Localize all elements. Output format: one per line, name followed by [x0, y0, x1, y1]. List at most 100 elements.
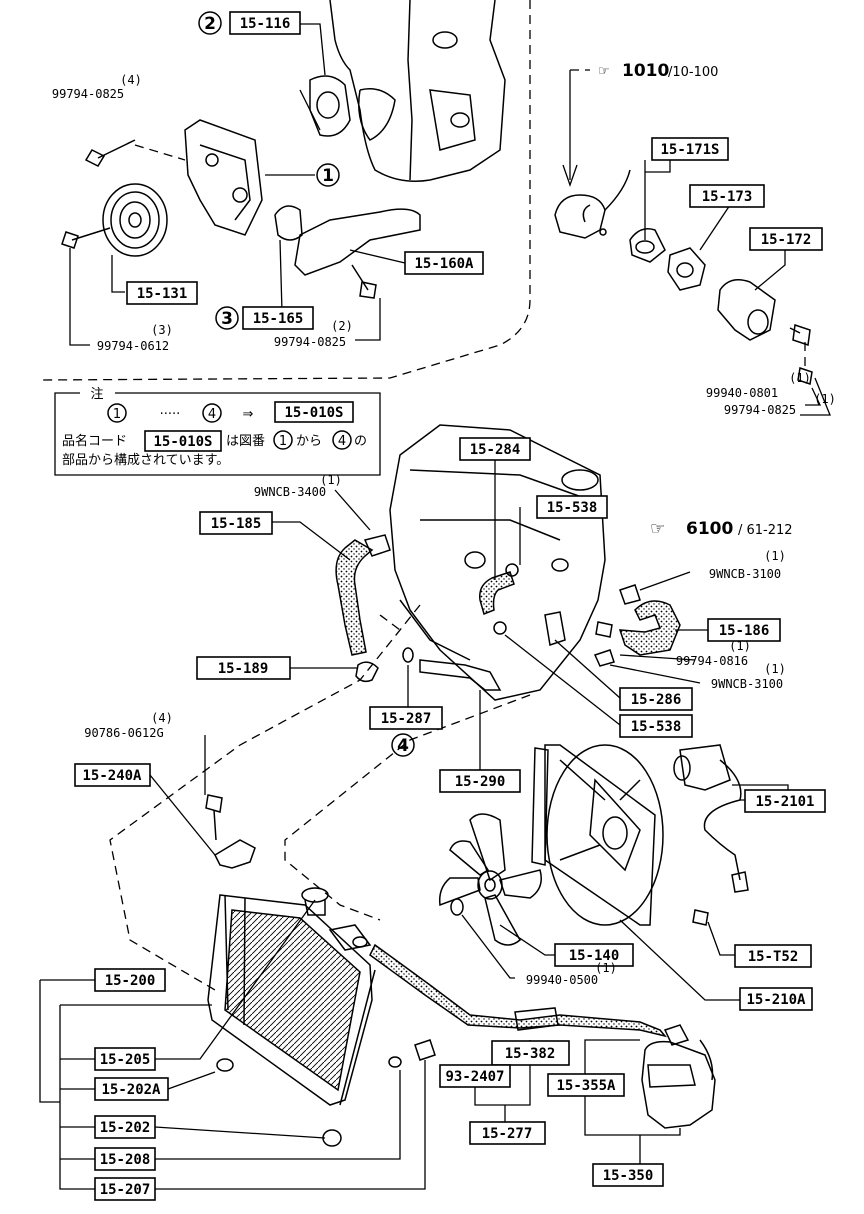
note-title: 注 [90, 387, 103, 402]
label-15-240a: 15-240A [82, 768, 142, 784]
clamp-189 [355, 661, 379, 683]
pipe-290 [419, 659, 502, 691]
label-15-207: 15-207 [100, 1182, 151, 1198]
label-15-286: 15-286 [631, 692, 682, 708]
bolts-top [61, 139, 377, 299]
label-93-2407: 93-2407 [445, 1069, 504, 1085]
label-15-202a: 15-202A [101, 1082, 161, 1098]
thermostat-group [554, 69, 831, 416]
hardware-codes: (4) 99794-0825 (3) 99794-0612 (2) 99794-… [52, 73, 836, 987]
pointing-hand-icon-b: ☞ [650, 519, 665, 539]
code-qty-2: (3) [151, 323, 173, 337]
label-15-140: 15-140 [569, 948, 620, 964]
code-99940-0500: 99940-0500 [526, 973, 598, 987]
note-line2-d: の [354, 434, 367, 449]
clamp-c [619, 584, 641, 605]
label-15-186: 15-186 [719, 623, 770, 639]
bracket-240a [214, 839, 256, 869]
hose-185 [335, 539, 374, 656]
code-9wncb-3100-b: 9WNCB-3100 [711, 677, 783, 691]
ref-1010-main: 1010 [622, 61, 669, 81]
part-labels: 15-116 15-131 15-160A 15-165 15-171S 15-… [74, 11, 826, 1201]
circled-3: 3 [221, 309, 233, 329]
code-qty-3: (2) [331, 319, 353, 333]
code-qty-5: (1) [814, 392, 836, 406]
code-99940-0801: 99940-0801 [706, 386, 778, 400]
leader-240a [149, 774, 216, 856]
label-15-538-a: 15-538 [547, 500, 598, 516]
ref-6100-sub: / 61-212 [738, 523, 793, 538]
label-15-173: 15-173 [702, 189, 753, 205]
circled-1: 1 [322, 166, 334, 186]
label-15-284: 15-284 [470, 442, 521, 458]
code-qty-7: (1) [764, 549, 786, 563]
note-line2-c: から [296, 434, 322, 449]
leaders-bottom [39, 784, 789, 1190]
circled-4: 4 [397, 736, 409, 756]
code-qty-8: (1) [729, 639, 751, 653]
label-15-208: 15-208 [100, 1152, 151, 1168]
circled-2: 2 [204, 14, 216, 34]
code-99794-0816: 99794-0816 [676, 654, 748, 668]
code-qty-10: (4) [151, 711, 173, 725]
section-divider [39, 0, 531, 381]
label-15-202: 15-202 [100, 1120, 151, 1136]
reference-1010: ☞ 1010 /10-100 [598, 61, 718, 81]
water-pipe-160a [294, 208, 421, 276]
label-15-290: 15-290 [455, 774, 506, 790]
clamp-d [593, 649, 615, 667]
fan-motor [673, 744, 749, 926]
code-qty-4: (1) [789, 371, 811, 385]
frame-dash-right [284, 694, 531, 921]
label-15-287: 15-287 [381, 711, 432, 727]
clamp-a [363, 534, 391, 557]
label-15-200: 15-200 [105, 973, 156, 989]
label-15-171s: 15-171S [660, 142, 719, 158]
note-line2-b: は図番 [226, 434, 265, 449]
label-15-010s-b: 15-010S [153, 434, 212, 450]
label-15-382: 15-382 [505, 1046, 556, 1062]
label-15-210a: 15-210A [746, 992, 806, 1008]
note-circle-c1: 1 [279, 434, 287, 449]
label-15-165: 15-165 [253, 311, 304, 327]
code-99794-0825-c: 99794-0825 [724, 403, 796, 417]
label-15-277: 15-277 [482, 1126, 533, 1142]
note-circle-1: 1 [113, 407, 121, 422]
label-15-172: 15-172 [761, 232, 812, 248]
reference-6100: ☞ 6100 / 61-212 [650, 519, 793, 539]
code-9wncb-3400: 9WNCB-3400 [254, 485, 326, 499]
gasket-165 [274, 205, 303, 241]
hose-382 [514, 1007, 559, 1031]
label-15-350: 15-350 [603, 1168, 654, 1184]
engine-block-middle [379, 424, 606, 701]
clamp-538b [493, 621, 507, 635]
note-box: 注 1 ····· 4 ⇒ 15-010S 品名コード 15-010S は図番 … [54, 387, 381, 476]
code-qty-9: (1) [764, 662, 786, 676]
note-arrow: ⇒ [243, 407, 254, 422]
o-ring-287 [402, 647, 414, 663]
frame-dash-left [109, 604, 421, 991]
ref-6100-main: 6100 [686, 519, 733, 539]
hose-284 [479, 571, 515, 616]
hose-186 [618, 600, 681, 656]
code-90786-0612g: 90786-0612G [84, 726, 163, 740]
code-99794-0825-a: 99794-0825 [52, 87, 124, 101]
label-15-189: 15-189 [218, 661, 269, 677]
clamp-538a [505, 563, 519, 577]
overflow-hose [369, 943, 668, 1038]
note-line3: 部品から構成されています。 [62, 453, 229, 468]
bolt-0612g [205, 794, 223, 841]
cooling-fan [438, 813, 542, 946]
code-qty-11: (1) [595, 961, 617, 975]
code-99794-0612: 99794-0612 [97, 339, 169, 353]
label-15-355a: 15-355A [556, 1078, 616, 1094]
ref-1010-sub: /10-100 [668, 65, 718, 80]
code-qty-1: (4) [120, 73, 142, 87]
label-15-131: 15-131 [137, 286, 188, 302]
bolt-0816 [595, 621, 613, 638]
code-99794-0825-b: 99794-0825 [274, 335, 346, 349]
leaders-top [69, 23, 406, 346]
label-15-185: 15-185 [211, 516, 262, 532]
label-15-116: 15-116 [240, 16, 291, 32]
